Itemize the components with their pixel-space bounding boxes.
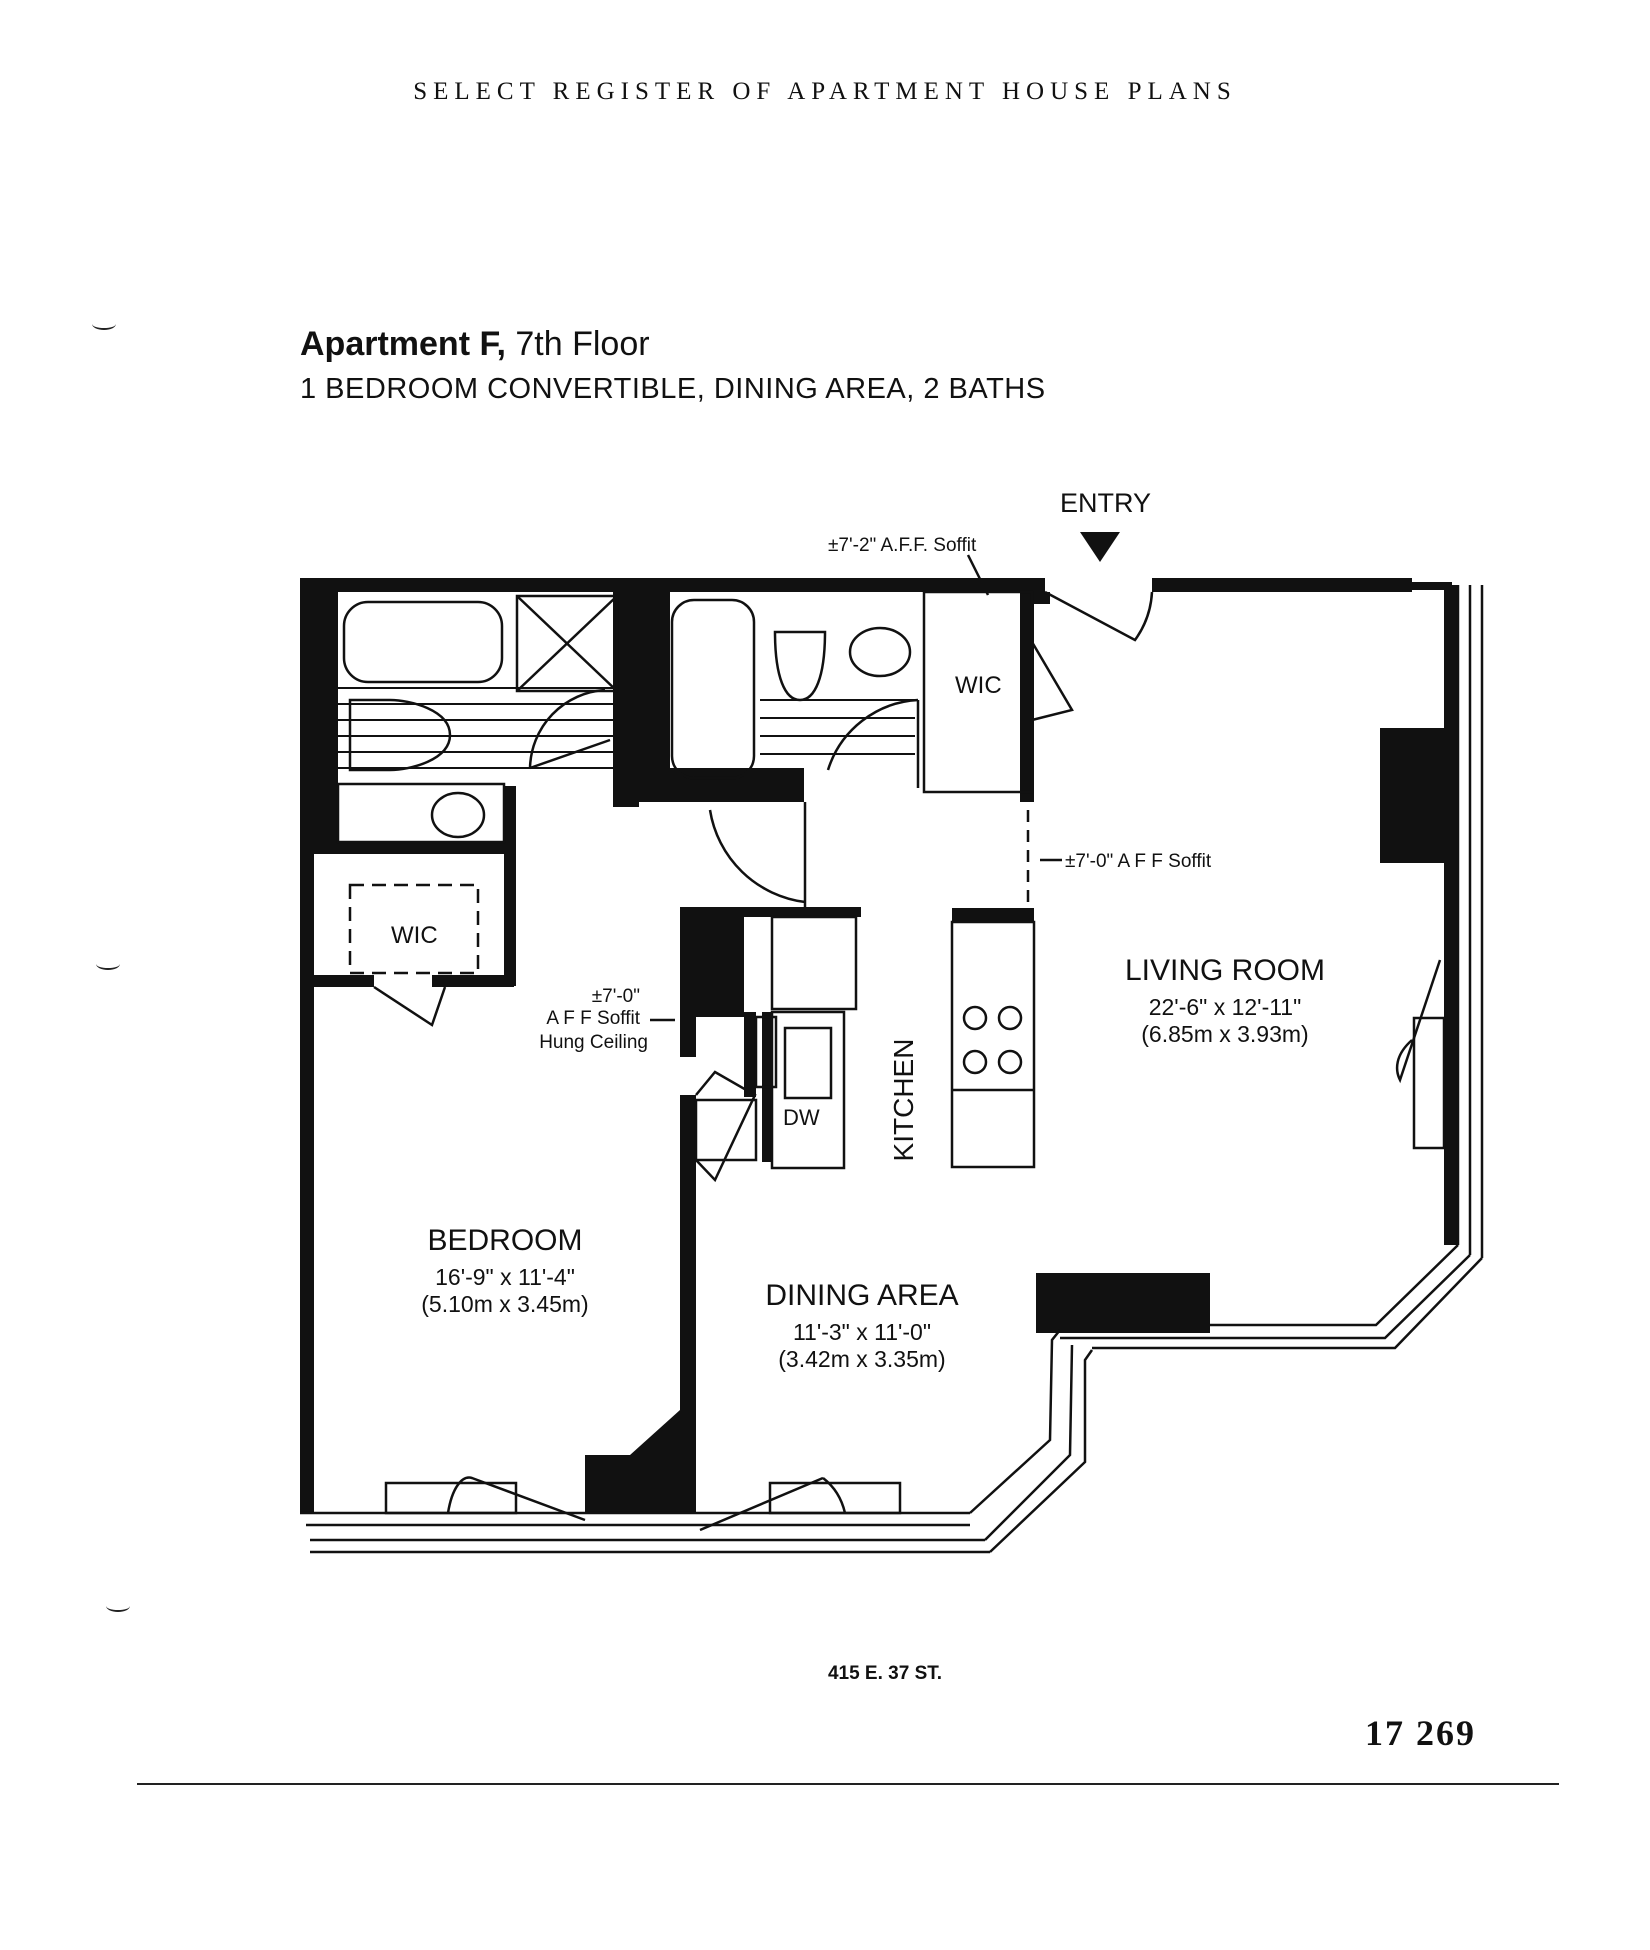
bedroom-metric: (5.10m x 3.45m) [421,1291,588,1317]
dining-area-metric: (3.42m x 3.35m) [778,1346,945,1372]
margin-mark [106,1600,130,1612]
address-label: 415 E. 37 ST. [827,1663,943,1684]
bottom-rule [137,1783,1559,1785]
living-room-dims: 22'-6" x 12'-11" [1149,994,1302,1020]
page-header: SELECT REGISTER OF APARTMENT HOUSE PLANS [413,78,1237,105]
kitchen-label: KITCHEN [888,1039,919,1162]
bedroom-dims: 16'-9" x 11'-4" [435,1264,575,1290]
plan-subtitle: 1 BEDROOM CONVERTIBLE, DINING AREA, 2 BA… [300,373,1046,405]
wic-label-bath: WIC [955,672,1002,699]
fixtures [300,585,1484,1554]
entry-arrow [1080,532,1120,562]
dining-area-dims: 11'-3" x 11'-0" [793,1319,931,1345]
soffit-left-2: A F F Soffit [546,1008,640,1029]
living-room-metric: (6.85m x 3.93m) [1141,1021,1308,1047]
bedroom-name: BEDROOM [427,1224,582,1257]
soffit-label-top: ±7'-2" A.F.F. Soffit [828,535,977,556]
margin-mark [92,318,116,330]
tile-grid [338,687,915,769]
soffit-left-3: Hung Ceiling [539,1032,648,1053]
margin-mark [96,958,120,970]
dining-area-name: DINING AREA [765,1279,958,1312]
document-number: 17 269 [1365,1713,1476,1753]
entry-label: ENTRY [1060,488,1151,518]
plan-title: Apartment F, 7th Floor [300,325,650,364]
soffit-label-mid: ±7'-0" A F F Soffit [1065,851,1212,872]
soffit-left-1: ±7'-0" [592,986,640,1007]
walls [300,578,1458,1513]
floor-label: 7th Floor [515,325,650,363]
wic-label-bedroom: WIC [391,922,438,949]
dishwasher-label: DW [783,1105,820,1130]
apartment-name: Apartment F, [300,325,506,363]
living-room-name: LIVING ROOM [1125,954,1325,987]
